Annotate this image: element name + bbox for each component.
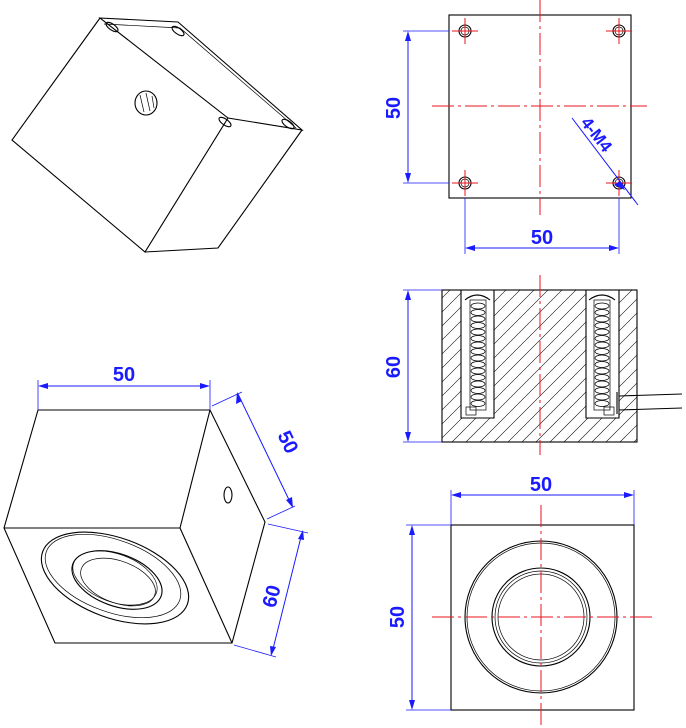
spring-coil (470, 328, 486, 336)
hatch-line (442, 290, 487, 442)
bottom-view: 50 50 (387, 474, 652, 725)
spring-coil (594, 354, 610, 362)
spring-coil (594, 367, 610, 375)
spring-coil (470, 380, 486, 388)
dim-top-view-height: 50 (383, 97, 405, 119)
dim-section-height: 60 (383, 356, 405, 378)
spring-coil (470, 361, 486, 368)
spring-coil (470, 315, 486, 323)
spring-coil (594, 335, 610, 342)
spring-coil (594, 315, 610, 323)
spring-coil (470, 335, 486, 342)
spring-coil (594, 341, 610, 349)
spring-coil (594, 361, 610, 368)
spring-coil (470, 341, 486, 349)
hatch-line (676, 282, 686, 442)
spring-coil (470, 367, 486, 375)
dim-iso-depth: 50 (273, 428, 303, 458)
spring-coil (470, 393, 486, 401)
top-view: 50 50 4-M4 (383, 0, 647, 254)
hatch-line (270, 282, 430, 442)
hole-callout: 4-M4 (577, 114, 616, 157)
spring-coil (470, 302, 486, 310)
hatch-line (442, 290, 585, 442)
section-view: 60 (242, 275, 686, 455)
mounting-hole-top-left (452, 18, 478, 44)
spring-coil (594, 380, 610, 388)
spring-coil (594, 322, 610, 329)
hatch-line (442, 290, 459, 442)
hatch-line (563, 290, 637, 442)
dim-bottom-view-height: 50 (387, 606, 409, 628)
hatch-line (605, 290, 637, 442)
spring-coil (594, 393, 610, 401)
spring-coil (594, 400, 610, 407)
dim-iso-width: 50 (113, 364, 135, 386)
spring-coil (470, 374, 486, 381)
dim-bottom-view-width: 50 (530, 474, 552, 496)
hatch-line (549, 290, 637, 442)
hatch-line (662, 282, 686, 442)
hatch-line (648, 282, 686, 442)
spring-coil (594, 302, 610, 310)
isometric-view-top (11, 17, 304, 253)
isometric-view-bottom: 50 50 60 (3, 364, 309, 658)
mounting-hole-bottom-left (452, 170, 478, 196)
dim-iso-height: 60 (259, 583, 286, 610)
hatch-line (242, 282, 402, 442)
spring-coil (594, 309, 610, 316)
spring-coil (594, 348, 610, 355)
hatch-line (442, 290, 529, 442)
mounting-hole-top-right (606, 18, 632, 44)
spring-coil (470, 309, 486, 316)
cable (616, 392, 683, 414)
spring-coil (594, 328, 610, 336)
hatch-line (633, 290, 637, 442)
spring-coil (470, 348, 486, 355)
spring-coil (594, 374, 610, 381)
spring-coil (470, 322, 486, 329)
spring-coil (470, 400, 486, 407)
hatch-line (493, 290, 637, 442)
spring-coil (470, 354, 486, 362)
hatch-line (442, 290, 473, 442)
spring-coil (470, 387, 486, 394)
spring-coil (594, 387, 610, 394)
spring-right (588, 294, 616, 416)
dim-top-view-width: 50 (531, 227, 553, 249)
hatch-line (442, 290, 445, 442)
spring-left (464, 294, 491, 416)
